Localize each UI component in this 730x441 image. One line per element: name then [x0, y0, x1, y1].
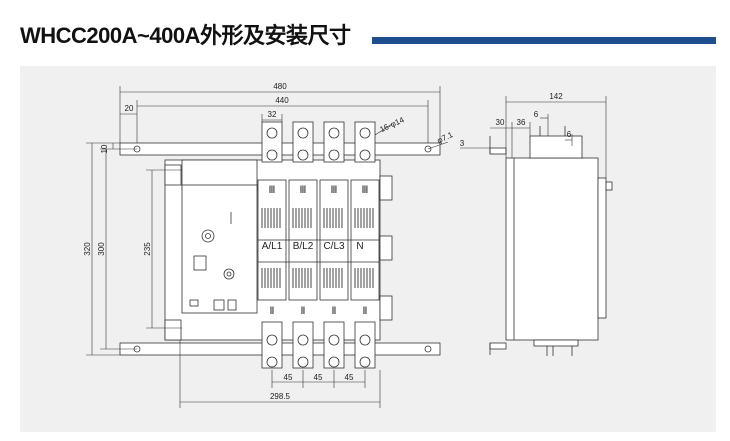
title-accent-bar — [372, 37, 716, 44]
dim-left-margin: 10 — [100, 144, 109, 153]
dim-depth: 142 — [549, 92, 563, 101]
vent-grilles — [261, 208, 374, 288]
dim-pitch: 45 — [345, 373, 354, 382]
mount-hole — [424, 145, 432, 153]
pole-top-numeral: Ⅲ — [362, 185, 369, 196]
mount-hole — [424, 345, 432, 353]
pole-top-numeral: Ⅲ — [269, 185, 276, 196]
dim-30: 30 — [496, 118, 505, 127]
dim-3: 3 — [460, 139, 465, 148]
page-title: WHCC200A~400A外形及安装尺寸 — [20, 23, 351, 48]
dim-inner-height: 235 — [143, 242, 152, 256]
dim-hole-spec: 16-φ14 — [378, 115, 406, 134]
dim-mounting-height: 300 — [97, 242, 106, 256]
dim-6b: 6 — [567, 130, 572, 139]
pole-bottom-numeral: Ⅱ — [363, 306, 368, 317]
pole-bottom-numeral: Ⅱ — [301, 306, 306, 317]
dim-36: 36 — [517, 118, 526, 127]
pole-top-numeral: Ⅲ — [300, 185, 307, 196]
top-terminals — [261, 121, 376, 163]
phase-label: N — [356, 241, 363, 252]
pole-bottom-numeral: Ⅱ — [332, 306, 337, 317]
phase-label: B/L2 — [293, 241, 314, 252]
control-module — [181, 184, 258, 314]
dim-left-offset: 20 — [125, 104, 134, 113]
side-view — [489, 126, 613, 356]
dim-mounting-width: 440 — [275, 96, 289, 105]
dim-terminal-width: 32 — [268, 110, 277, 119]
dim-overall-width: 480 — [273, 82, 287, 91]
dim-pitch: 45 — [314, 373, 323, 382]
phase-label: C/L3 — [323, 241, 345, 252]
dim-bottom-width: 298.5 — [270, 392, 291, 401]
phase-label: A/L1 — [262, 241, 283, 252]
pole-bottom-numeral: Ⅱ — [270, 306, 275, 317]
dim-overall-height: 320 — [83, 242, 92, 256]
dim-6a: 6 — [534, 110, 539, 119]
header: WHCC200A~400A外形及安装尺寸 — [0, 0, 730, 52]
handle-knob — [201, 229, 215, 243]
bottom-terminals — [261, 321, 376, 369]
pole-top-numeral: Ⅲ — [331, 185, 338, 196]
dim-pitch: 45 — [284, 373, 293, 382]
